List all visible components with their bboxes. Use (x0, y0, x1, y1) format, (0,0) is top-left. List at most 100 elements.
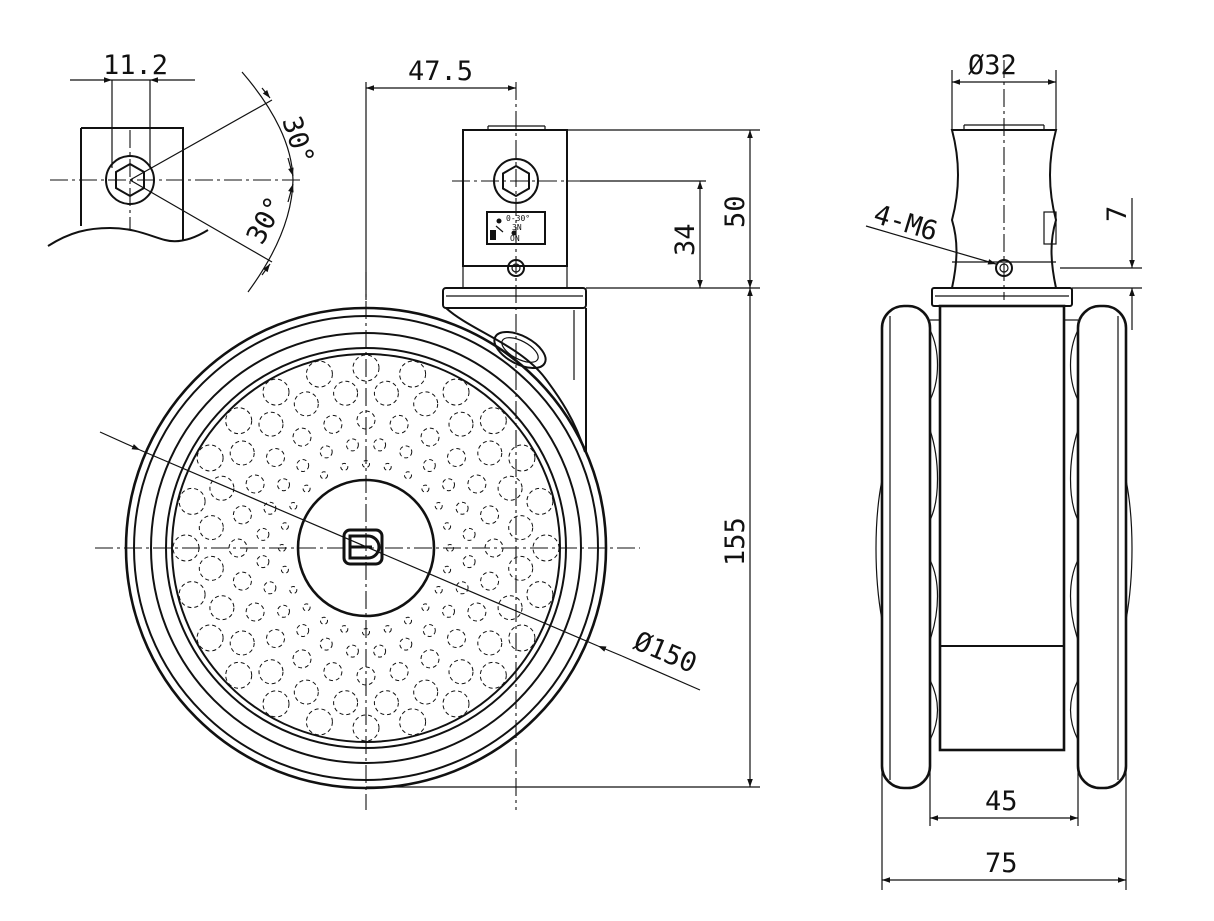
perforation-hole (447, 629, 466, 648)
label-on: ON (510, 234, 520, 243)
perforation-hole (467, 474, 487, 494)
perforation-hole (296, 624, 310, 637)
perforation-hole (196, 624, 224, 652)
dim-155: 155 (720, 517, 751, 566)
perforation-hole (373, 438, 387, 452)
perforation-hole (263, 581, 277, 595)
label-force: 3N (512, 223, 522, 232)
wheel-perforation-pattern (172, 354, 560, 742)
detail-view-hex-socket: 11.2 30° 30° (47, 50, 320, 293)
perforation-hole (258, 659, 284, 685)
perforation-hole (280, 565, 289, 574)
perforation-hole (467, 602, 487, 622)
perforation-hole (229, 440, 255, 466)
perforation-hole (389, 662, 409, 682)
perforation-hole (319, 445, 333, 459)
perforation-hole (462, 555, 476, 569)
perforation-hole (455, 581, 469, 595)
perforation-hole (383, 462, 392, 471)
perforation-hole (526, 581, 554, 609)
dim-50: 50 (720, 195, 751, 228)
perforation-hole (345, 644, 359, 658)
dim-75: 75 (985, 848, 1018, 879)
perforation-hole (266, 448, 285, 467)
perforation-hole (422, 624, 436, 637)
perforation-hole (256, 527, 270, 541)
perforation-hole (480, 505, 500, 525)
bd-logo-icon (342, 528, 384, 566)
perforation-hole (258, 411, 284, 437)
perforation-hole (373, 644, 387, 658)
perforation-hole (256, 555, 270, 569)
perforation-hole (178, 487, 206, 515)
perforation-hole (232, 505, 252, 525)
perforation-hole (277, 604, 290, 618)
perforation-hole (340, 625, 349, 634)
perforation-hole (277, 478, 290, 492)
perforation-hole (262, 690, 290, 718)
perforation-hole (442, 690, 470, 718)
dim-diameter-150: Ø150 (629, 626, 701, 680)
angle-top-30: 30° (275, 113, 320, 169)
perforation-hole (262, 378, 290, 406)
perforation-hole (404, 471, 412, 480)
perforation-hole (292, 649, 312, 669)
perforation-hole (508, 624, 536, 652)
perforation-hole (323, 414, 343, 434)
perforation-hole (479, 407, 507, 435)
perforation-hole (422, 459, 436, 472)
perforation-hole (399, 708, 427, 736)
perforation-hole (383, 625, 392, 634)
perforation-hole (508, 444, 536, 472)
perforation-hole (289, 586, 298, 594)
perforation-hole (480, 571, 500, 591)
perforation-hole (198, 555, 224, 581)
perforation-hole (352, 714, 380, 742)
perforation-hole (399, 360, 427, 388)
perforation-hole (508, 515, 534, 541)
perforation-hole (178, 581, 206, 609)
perforation-hole (266, 629, 285, 648)
perforation-hole (232, 571, 252, 591)
perforation-hole (340, 462, 349, 471)
perforation-hole (443, 565, 452, 574)
perforation-hole (421, 603, 430, 612)
perforation-hole (245, 474, 265, 494)
perforation-hole (345, 438, 359, 452)
perforation-hole (302, 603, 311, 612)
perforation-hole (420, 427, 440, 447)
perforation-hole (302, 484, 311, 493)
front-view: 0-30° 3N ON (95, 56, 760, 810)
perforation-hole (497, 595, 523, 621)
perforation-hole (421, 484, 430, 493)
perforation-hole (434, 502, 443, 510)
perforation-hole (455, 501, 469, 515)
perforation-hole (434, 586, 443, 594)
perforation-hole (209, 595, 235, 621)
perforation-hole (296, 459, 310, 472)
perforation-hole (526, 487, 554, 515)
perforation-hole (508, 555, 534, 581)
perforation-hole (209, 475, 235, 501)
perforation-hole (196, 444, 224, 472)
perforation-hole (479, 661, 507, 689)
perforation-hole (289, 502, 298, 510)
perforation-hole (443, 522, 452, 531)
perforation-hole (373, 690, 399, 716)
perforation-hole (225, 661, 253, 689)
perforation-hole (448, 659, 474, 685)
perforation-hole (323, 662, 343, 682)
perforation-hole (293, 391, 319, 417)
perforation-hole (305, 360, 333, 388)
perforation-hole (333, 690, 359, 716)
dim-45: 45 (985, 786, 1018, 817)
perforation-hole (477, 630, 503, 656)
perforation-hole (198, 515, 224, 541)
dim-diameter-32: Ø32 (968, 50, 1017, 81)
perforation-hole (280, 522, 289, 531)
perforation-hole (333, 380, 359, 406)
perforation-hole (448, 411, 474, 437)
perforation-hole (420, 649, 440, 669)
perforation-hole (497, 475, 523, 501)
